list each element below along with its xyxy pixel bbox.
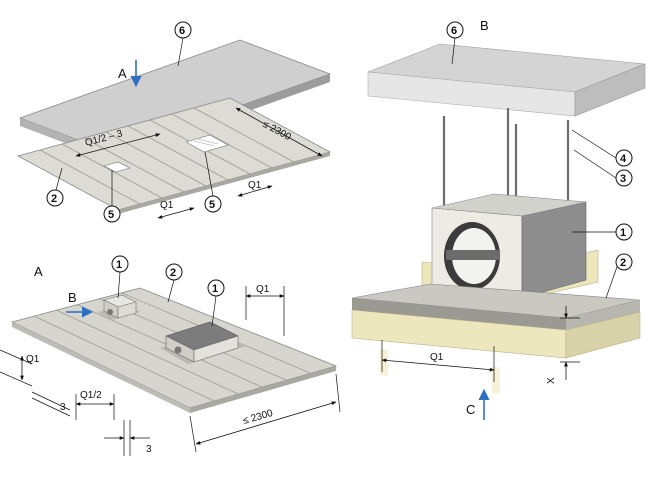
svg-text:1: 1 — [620, 227, 626, 239]
callout-2-right: 2 — [615, 253, 633, 271]
svg-text:2: 2 — [51, 193, 57, 205]
dim-slot — [75, 133, 161, 157]
q1-label-right: Q1 — [430, 352, 444, 363]
gap-label-left: 3 — [60, 402, 66, 413]
unit-large — [160, 321, 246, 364]
callout-6-right: 6 — [446, 21, 464, 39]
callout-6-top: 6 — [174, 21, 192, 39]
dim-q1-right — [381, 358, 495, 372]
view-right: B — [351, 18, 646, 420]
gap-label-bottom: 3 — [146, 444, 152, 455]
svg-text:4: 4 — [620, 153, 627, 165]
dim-max-length-bottom — [195, 401, 337, 445]
panel-front-edge — [118, 152, 330, 214]
unit-small — [98, 294, 140, 320]
fan-ring-icon — [444, 222, 500, 290]
ceiling-panel-side — [566, 300, 640, 330]
opening-large — [185, 134, 229, 153]
callout-2-bottom: 2 — [165, 263, 183, 281]
view-bottom-left: A B — [0, 255, 341, 456]
callout-1-bottom-b: 1 — [207, 279, 225, 297]
callout-3-right: 3 — [615, 169, 633, 187]
callout-2-top: 2 — [46, 189, 64, 207]
view-top-left: A Q1/2 – 3 ≤ 2300 Q1 Q1 6 2 5 5 — [16, 21, 332, 223]
panel-floor-edge — [190, 366, 336, 413]
panel-floor-left — [12, 322, 190, 413]
callout-1-bottom-a: 1 — [111, 255, 129, 273]
view-letter-b-right: B — [480, 18, 489, 33]
svg-text:3: 3 — [620, 173, 626, 185]
insulation-lower-side — [565, 311, 641, 359]
callout-5-top-a: 5 — [103, 205, 121, 223]
q1-label-bottom-left: Q1 — [26, 354, 40, 365]
callout-5-top-b: 5 — [204, 195, 222, 213]
svg-text:6: 6 — [451, 25, 457, 37]
svg-text:6: 6 — [179, 25, 185, 37]
unit-box-top — [431, 193, 587, 217]
svg-text:5: 5 — [108, 209, 114, 221]
dim-q1-top-2 — [237, 185, 273, 197]
svg-text:1: 1 — [212, 283, 218, 295]
callout-1-right: 1 — [615, 223, 633, 241]
slab-right-side — [574, 63, 646, 117]
height-label-x: X — [546, 377, 557, 384]
half-pitch-label: Q1/2 — [80, 390, 102, 401]
callout-4-right: 4 — [615, 149, 633, 167]
ceiling-panel-front — [352, 298, 566, 330]
svg-text:2: 2 — [170, 267, 176, 279]
max-length-label-bottom: ≤ 2300 — [242, 408, 275, 427]
dim-q1-top-1 — [157, 207, 195, 219]
dim-max-length-top — [235, 107, 323, 157]
arrow-letter-b: B — [68, 290, 77, 305]
q1-label-top-2: Q1 — [248, 180, 262, 191]
view-letter-a-bottom: A — [34, 264, 43, 279]
grille-icon — [193, 138, 219, 147]
svg-text:1: 1 — [116, 259, 122, 271]
svg-text:5: 5 — [209, 199, 215, 211]
q1-label-top-1: Q1 — [160, 200, 174, 211]
q1-label-bottom-right: Q1 — [256, 284, 270, 295]
view-letter-a-top: A — [118, 66, 127, 81]
svg-text:2: 2 — [620, 257, 626, 269]
arrow-letter-c: C — [466, 402, 475, 417]
